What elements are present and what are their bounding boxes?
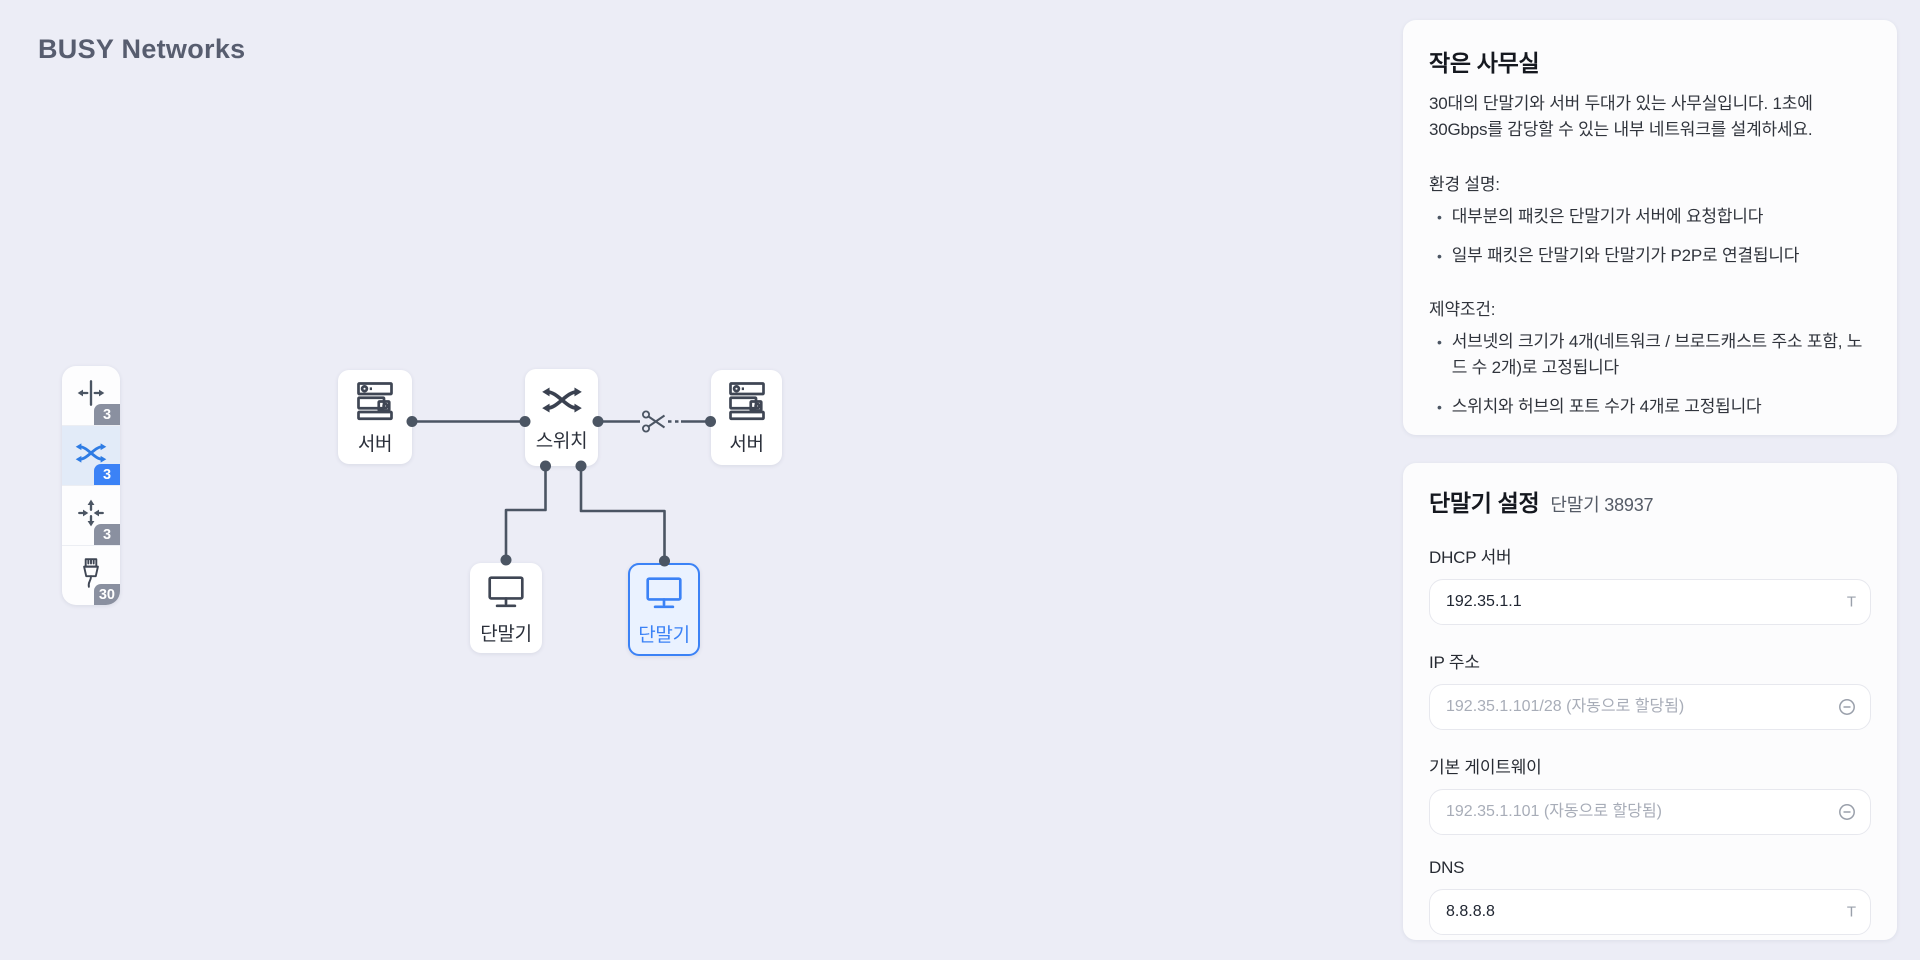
node-server-2[interactable]: 서버	[711, 370, 782, 465]
switch-icon	[74, 439, 108, 472]
node-label: 스위치	[535, 431, 588, 452]
auto-assign-icon[interactable]	[1838, 803, 1856, 821]
node-terminal-2[interactable]: 단말기	[628, 563, 700, 656]
monitor-icon	[485, 571, 527, 616]
tool-count-badge: 3	[94, 464, 120, 485]
cut-cable-icon[interactable]	[642, 410, 666, 433]
mission-title: 작은 사무실	[1429, 50, 1540, 76]
bullet-icon: •	[1437, 399, 1442, 415]
monitor-icon	[643, 572, 685, 617]
tool-count-badge: 3	[94, 404, 120, 425]
node-label: 단말기	[480, 623, 532, 645]
mission-description: 30대의 단말기와 서버 두대가 있는 사무실입니다. 1초에 30Gbps를 …	[1429, 94, 1813, 139]
auto-assign-icon[interactable]	[1838, 698, 1856, 716]
mission-panel: 작은 사무실 30대의 단말기와 서버 두대가 있는 사무실입니다. 1초에 3…	[1403, 20, 1897, 435]
settings-title: 단말기 설정	[1429, 490, 1540, 516]
node-label: 단말기	[638, 625, 690, 646]
field-label: DNS	[1429, 858, 1465, 877]
tool-count-badge: 30	[93, 584, 120, 605]
environment-heading: 환경 설명:	[1429, 175, 1500, 194]
bullet-icon: •	[1437, 334, 1442, 350]
node-label: 서버	[357, 433, 393, 455]
tool-switch-button[interactable]: 3	[62, 425, 120, 485]
device-toolbar: 3 3	[62, 366, 120, 605]
environment-item: •일부 패킷은 단말기와 단말기가 P2P로 연결됩니다	[1429, 243, 1871, 269]
router-icon	[75, 497, 107, 534]
default-gateway-field-group: 기본 게이트웨이	[1429, 753, 1871, 835]
tool-router-button[interactable]: 3	[62, 485, 120, 545]
field-label: DHCP 서버	[1429, 548, 1512, 567]
environment-item: •대부분의 패킷은 단말기가 서버에 요청합니다	[1429, 204, 1871, 230]
dns-input[interactable]	[1429, 889, 1871, 935]
server-icon	[354, 379, 396, 426]
input-wrapper: T	[1429, 579, 1871, 625]
constraints-list: •서브넷의 크기가 4개(네트워크 / 브로드캐스트 주소 포함, 노드 수 2…	[1429, 329, 1871, 420]
node-label: 서버	[729, 434, 764, 455]
page-title: BUSY Networks	[38, 34, 246, 64]
field-label: 기본 게이트웨이	[1429, 758, 1542, 777]
constraints-heading: 제약조건:	[1429, 300, 1496, 319]
constraint-item: •스위치와 허브의 포트 수가 4개로 고정됩니다	[1429, 394, 1871, 420]
settings-node-id: 단말기 38937	[1550, 495, 1654, 515]
environment-list: •대부분의 패킷은 단말기가 서버에 요청합니다 •일부 패킷은 단말기와 단말…	[1429, 204, 1871, 269]
node-server-1[interactable]: 서버	[338, 370, 412, 464]
input-wrapper: T	[1429, 889, 1871, 935]
tool-count-badge: 3	[94, 524, 120, 545]
constraint-item: •서브넷의 크기가 4개(네트워크 / 브로드캐스트 주소 포함, 노드 수 2…	[1429, 329, 1871, 381]
input-wrapper	[1429, 684, 1871, 730]
node-terminal-1[interactable]: 단말기	[470, 563, 542, 653]
text-mode-icon[interactable]: T	[1846, 903, 1856, 921]
node-switch-1[interactable]: 스위치	[525, 369, 598, 466]
ethernet-plug-icon	[76, 556, 106, 595]
cable-switch-terminal2[interactable]	[579, 466, 666, 561]
field-label: IP 주소	[1429, 653, 1480, 672]
hub-icon	[75, 377, 107, 414]
ip-address-input[interactable]	[1429, 684, 1871, 730]
dhcp-server-input[interactable]	[1429, 579, 1871, 625]
input-wrapper	[1429, 789, 1871, 835]
tool-terminal-cable-button[interactable]: 30	[62, 545, 120, 605]
bullet-icon: •	[1437, 209, 1442, 225]
text-mode-icon[interactable]: T	[1846, 593, 1856, 611]
switch-icon	[540, 382, 584, 423]
dns-field-group: DNS T	[1429, 858, 1871, 935]
dhcp-server-field-group: DHCP 서버 T	[1429, 543, 1871, 625]
ip-address-field-group: IP 주소	[1429, 648, 1871, 730]
server-icon	[726, 379, 768, 426]
default-gateway-input[interactable]	[1429, 789, 1871, 835]
cable-switch-terminal1[interactable]	[504, 466, 547, 560]
tool-hub-button[interactable]: 3	[62, 366, 120, 425]
terminal-settings-panel: 단말기 설정 단말기 38937 DHCP 서버 T IP 주소	[1403, 463, 1897, 940]
settings-header: 단말기 설정 단말기 38937	[1429, 484, 1871, 518]
bullet-icon: •	[1437, 248, 1442, 264]
